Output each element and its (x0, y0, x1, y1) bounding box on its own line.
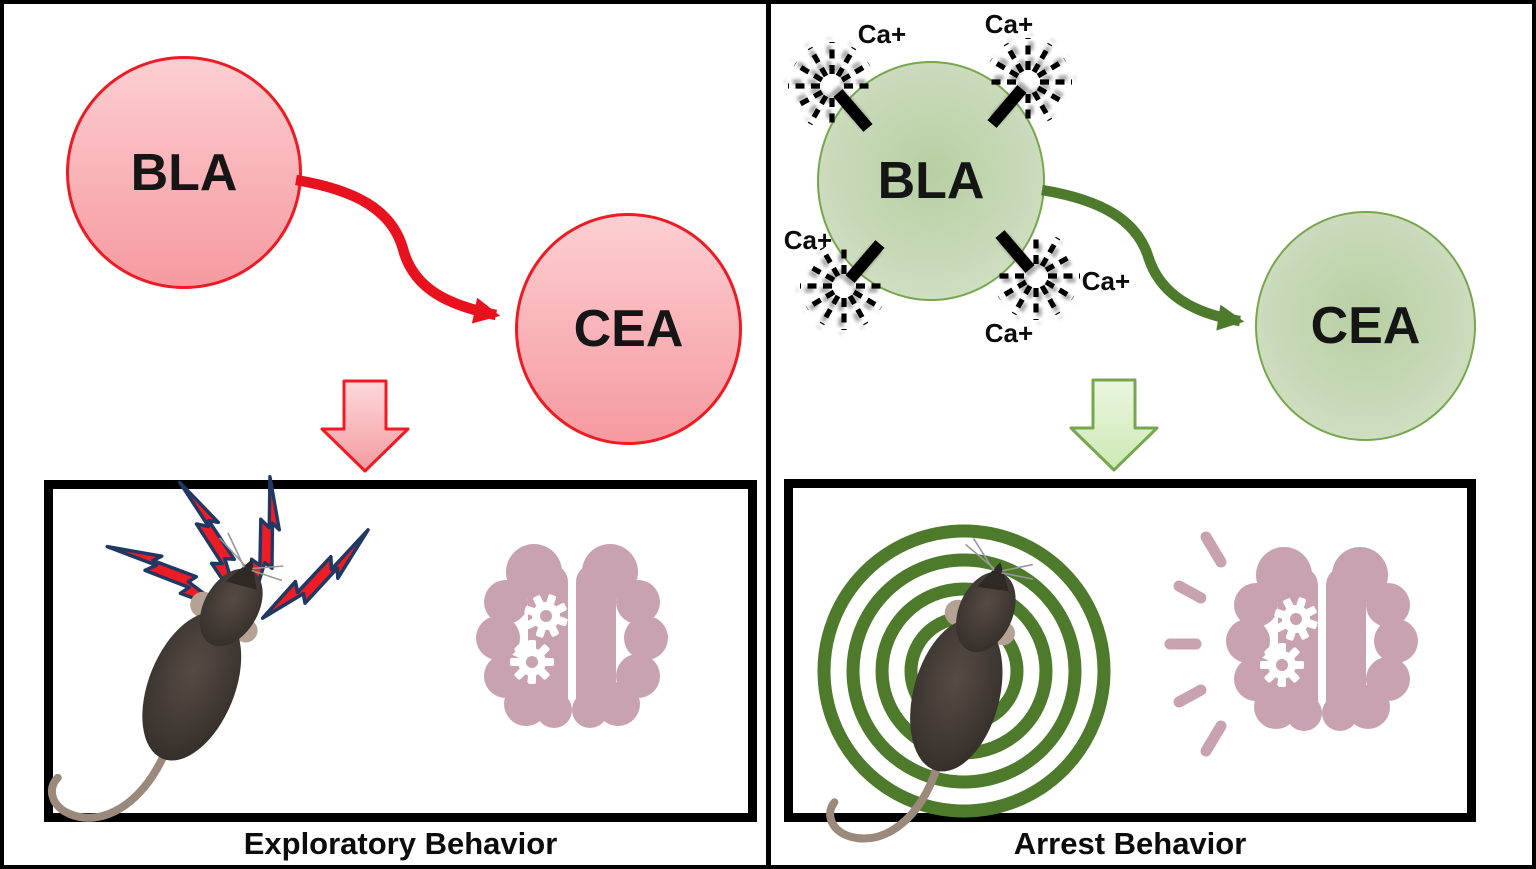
bla-to-cea-arrow-left (295, 174, 501, 324)
cea-node-right: CEA (1255, 211, 1476, 441)
ca-plus-label: Ca+ (984, 318, 1034, 348)
ca-plus-label: Ca+ (783, 225, 833, 255)
bla-node-right: BLA (817, 61, 1045, 301)
ca-plus-label: Ca+ (984, 9, 1034, 39)
bla-label-left: BLA (130, 143, 238, 202)
arena-box-right (784, 479, 1476, 822)
down-arrow-icon-left (320, 379, 410, 473)
cea-label-right: CEA (1310, 297, 1421, 355)
arena-box-left (44, 480, 757, 822)
bla-label-right: BLA (877, 152, 985, 210)
panel-divider (766, 4, 771, 865)
ca-plus-label: Ca+ (857, 19, 907, 49)
caption-exploratory-behavior: Exploratory Behavior (243, 826, 558, 861)
bla-to-cea-arrow-right (1041, 184, 1245, 331)
ca-plus-label: Ca+ (1081, 266, 1131, 296)
cea-label-left: CEA (573, 300, 684, 358)
caption-arrest-behavior: Arrest Behavior (1013, 826, 1247, 861)
down-arrow-icon-right (1069, 378, 1159, 472)
bla-node-left: BLA (66, 56, 302, 289)
cea-node-left: CEA (515, 213, 742, 445)
